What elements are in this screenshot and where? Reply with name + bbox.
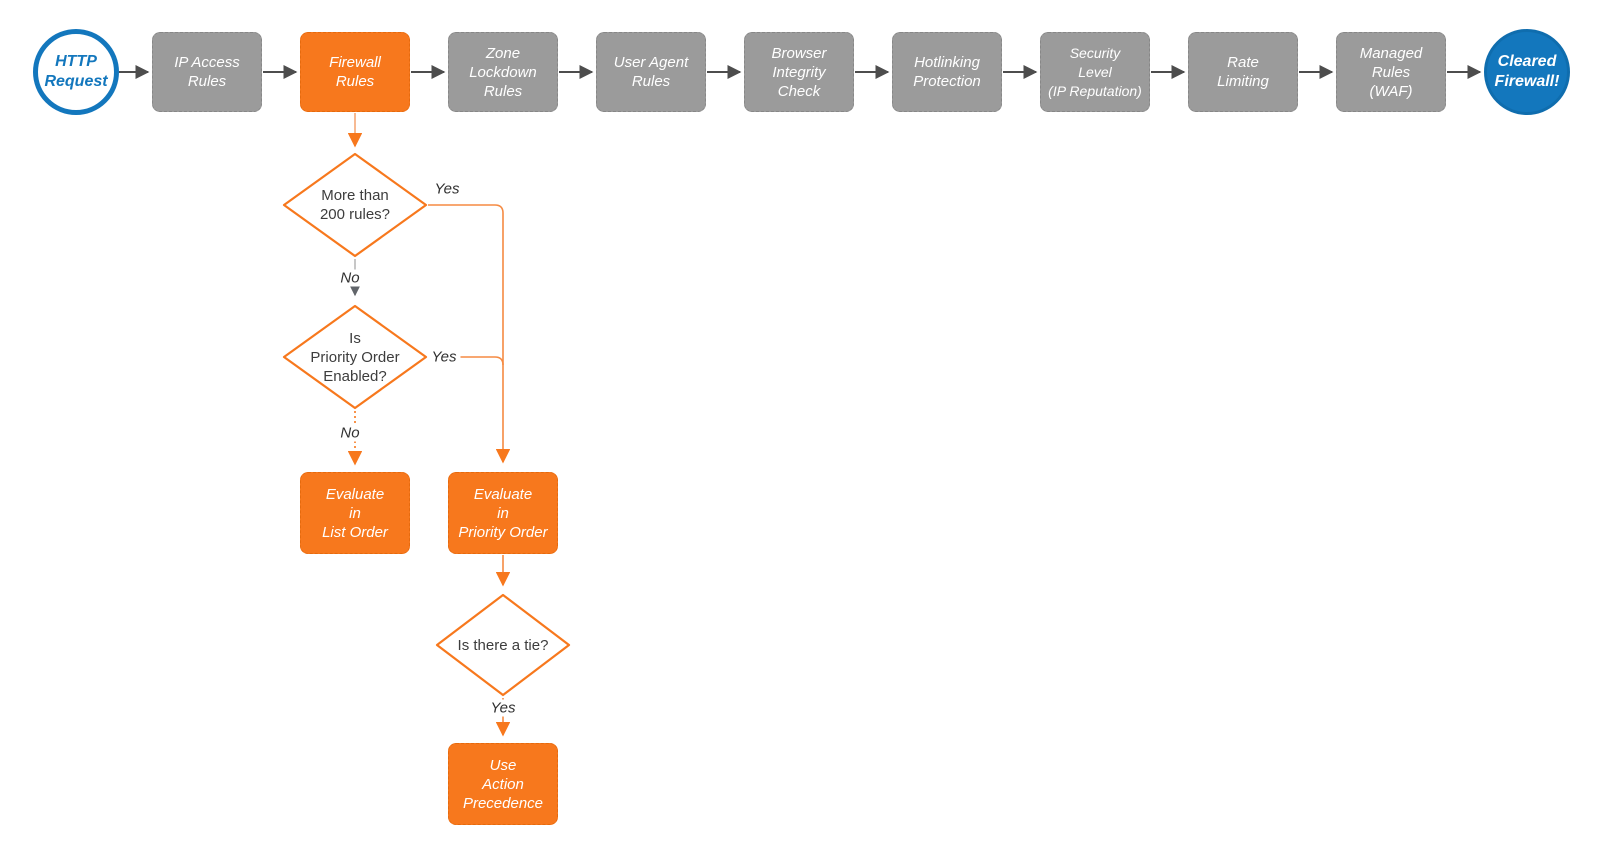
start-label-line: HTTP xyxy=(55,53,97,70)
stage-ip-access-rules: IP Access Rules xyxy=(152,32,262,112)
end-label-line: Cleared xyxy=(1497,53,1557,70)
end-node-cleared-firewall: Cleared Firewall! xyxy=(1484,29,1570,115)
action-evaluate-in-list-order: Evaluate in List Order xyxy=(300,472,410,554)
stage-user-agent-rules: User Agent Rules xyxy=(596,32,706,112)
start-node-http-request: HTTP Request xyxy=(33,29,119,115)
stage-label-line: (WAF) xyxy=(1369,82,1413,100)
stage-managed-rules-waf: Managed Rules (WAF) xyxy=(1336,32,1446,112)
decision-more-than-200-rules: More than 200 rules? xyxy=(282,152,428,258)
end-label-line: Firewall! xyxy=(1494,73,1560,90)
stage-rate-limiting: Rate Limiting xyxy=(1188,32,1298,112)
edge-label-no-2: No xyxy=(336,424,364,442)
edge-label-no-1: No xyxy=(336,269,364,287)
stage-label-line: Integrity xyxy=(772,63,826,81)
arrow-decision1-yes-to-priority-order xyxy=(428,204,511,464)
stage-label-line: Rules xyxy=(1371,63,1411,81)
stage-label-line: Lockdown xyxy=(469,63,537,81)
decision-is-there-a-tie: Is there a tie? xyxy=(435,593,571,697)
stage-hotlinking-protection: Hotlinking Protection xyxy=(892,32,1002,112)
edge-label-yes-2: Yes xyxy=(427,348,461,366)
edge-label-yes-3: Yes xyxy=(486,699,520,717)
decision-label: Is there a tie? xyxy=(457,636,549,654)
action-label-line: Evaluate xyxy=(473,485,533,503)
action-use-action-precedence: Use Action Precedence xyxy=(448,743,558,825)
action-evaluate-in-priority-order: Evaluate in Priority Order xyxy=(448,472,558,554)
action-label-line: in xyxy=(497,504,509,522)
stage-label-line: Check xyxy=(777,82,821,100)
stage-label-line: Firewall xyxy=(329,54,381,71)
action-label-line: List Order xyxy=(322,523,388,541)
stage-security-level-ip-reputation: Security Level (IP Reputation) xyxy=(1040,32,1150,112)
stage-label-line: (IP Reputation) xyxy=(1048,82,1142,99)
stage-label-line: Rules xyxy=(335,73,375,90)
diamond-shape xyxy=(282,304,428,410)
arrow-decision2-yes-merge xyxy=(428,356,504,366)
stage-label-line: Rate xyxy=(1227,54,1259,71)
stage-label-line: Zone xyxy=(485,44,521,62)
stage-label-line: IP Access xyxy=(174,54,240,71)
stage-firewall-rules: Firewall Rules xyxy=(300,32,410,112)
action-label-line: Priority Order xyxy=(458,523,548,541)
stage-label-line: Rules xyxy=(631,73,671,90)
diamond-shape xyxy=(282,152,428,258)
stage-label-line: Level xyxy=(1078,63,1112,80)
decision-label: Is Priority Order Enabled? xyxy=(310,329,400,385)
edge-label-yes-1: Yes xyxy=(434,180,460,198)
action-label-line: Precedence xyxy=(462,794,544,812)
action-label-line: in xyxy=(349,504,361,522)
stage-zone-lockdown-rules: Zone Lockdown Rules xyxy=(448,32,558,112)
stage-label-line: Limiting xyxy=(1217,73,1269,90)
stage-label-line: Rules xyxy=(187,73,227,90)
decision-priority-order-enabled: Is Priority Order Enabled? xyxy=(282,304,428,410)
stage-browser-integrity-check: Browser Integrity Check xyxy=(744,32,854,112)
action-label-line: Use xyxy=(489,756,517,774)
stage-label-line: Managed xyxy=(1359,44,1423,62)
diamond-shape xyxy=(435,593,571,697)
decision-label: More than 200 rules? xyxy=(319,187,391,223)
stage-label-line: User Agent xyxy=(613,54,689,71)
action-label-line: Action xyxy=(482,775,524,793)
stage-label-line: Protection xyxy=(913,73,981,90)
stage-label-line: Hotlinking xyxy=(914,54,980,71)
action-label-line: Evaluate xyxy=(325,485,385,503)
start-label-line: Request xyxy=(44,73,108,90)
stage-label-line: Rules xyxy=(483,82,523,100)
stage-label-line: Browser xyxy=(771,44,827,62)
stage-label-line: Security xyxy=(1069,44,1121,61)
